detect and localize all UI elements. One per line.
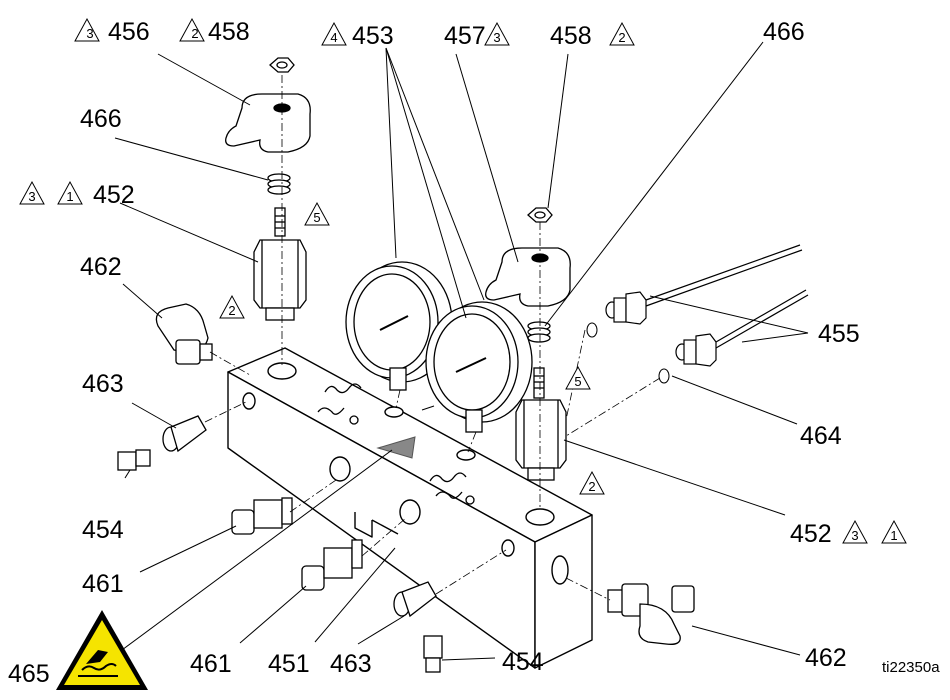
label-463-left: 463: [82, 370, 124, 398]
o-ring-upper: [586, 322, 598, 338]
label-462-bottom: 462: [805, 644, 847, 672]
note-2: 2: [228, 303, 235, 318]
label-452-top: 452: [93, 181, 135, 209]
straight-fitting-upper: [231, 497, 293, 535]
note-5: 5: [313, 210, 320, 225]
note-2: 2: [618, 30, 625, 45]
sensor-lower: [675, 289, 809, 367]
note-4: 4: [330, 30, 337, 45]
note-3: 3: [493, 30, 500, 45]
left-valve-stack: [225, 57, 311, 321]
label-461-bottom: 461: [190, 650, 232, 678]
label-451: 451: [268, 650, 310, 678]
note-3: 3: [851, 528, 858, 543]
label-455: 455: [818, 320, 860, 348]
label-456: 456: [108, 18, 150, 46]
label-457: 457: [444, 22, 486, 50]
right-valve-stack: [485, 207, 571, 481]
label-464: 464: [800, 422, 842, 450]
pressure-gauge-right: [425, 301, 533, 433]
elbow-fitting-right: [607, 583, 695, 645]
label-454-bottom: 454: [502, 648, 544, 676]
pump-symbol-icon: [317, 383, 475, 505]
note-numbers: 3 2 4 3 2 3 1 5 2 5 2 3 1: [28, 26, 897, 543]
adapter-fitting-left: [162, 415, 207, 453]
elbow-fitting-left: [155, 303, 213, 365]
label-458-right: 458: [550, 22, 592, 50]
assembly-axes: [204, 75, 661, 601]
pressure-gauge-left: [345, 261, 453, 391]
nipple-fitting-bottom: [423, 635, 443, 673]
label-463-bottom: 463: [330, 650, 372, 678]
leader-lines: [114, 41, 809, 661]
note-2: 2: [588, 479, 595, 494]
note-5: 5: [574, 374, 581, 389]
label-452-bottom: 452: [790, 520, 832, 548]
label-454-left: 454: [82, 516, 124, 544]
note-3: 3: [28, 189, 35, 204]
label-466-right: 466: [763, 18, 805, 46]
note-2: 2: [191, 26, 198, 41]
figure-reference: ti22350a: [882, 659, 940, 676]
label-461-left: 461: [82, 570, 124, 598]
note-1: 1: [890, 528, 897, 543]
label-462-top: 462: [80, 253, 122, 281]
label-453: 453: [352, 22, 394, 50]
o-ring-lower: [658, 368, 670, 384]
label-466-left: 466: [80, 105, 122, 133]
label-458-left: 458: [208, 18, 250, 46]
straight-fitting-lower: [301, 539, 363, 591]
flow-arrow-icon: [376, 436, 416, 459]
note-1: 1: [66, 189, 73, 204]
hot-surface-warning-icon: [56, 610, 148, 690]
adapter-fitting-bottom: [393, 581, 437, 618]
note-3: 3: [86, 26, 93, 41]
sensor-upper: [605, 244, 803, 325]
nipple-fitting-left: [117, 449, 151, 471]
label-465: 465: [8, 660, 50, 688]
